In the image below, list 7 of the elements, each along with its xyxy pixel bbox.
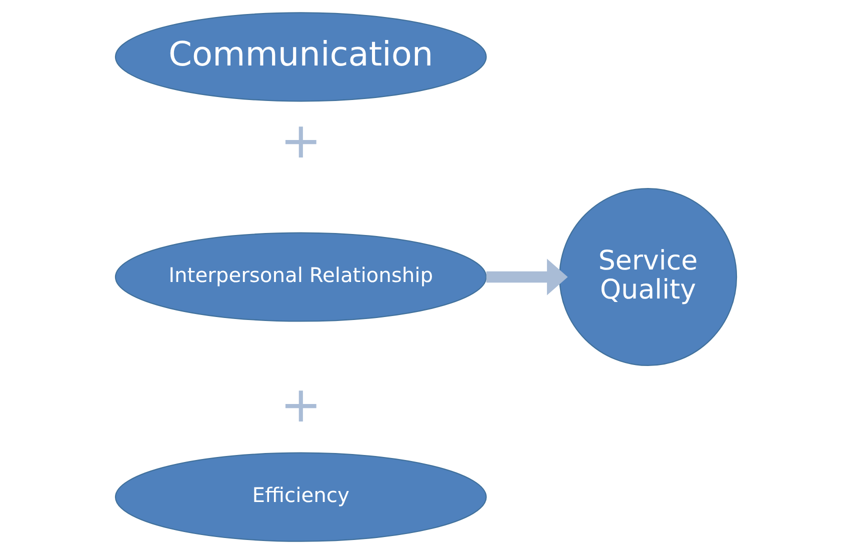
label: + [280, 376, 322, 434]
node-circle: Service Quality [559, 188, 738, 366]
label: + [280, 111, 322, 170]
node-ellipse: Communication [114, 12, 487, 102]
arrow [486, 258, 568, 296]
node-ellipse: Interpersonal Relationship [114, 232, 487, 322]
node-ellipse: Efficiency [114, 452, 487, 542]
